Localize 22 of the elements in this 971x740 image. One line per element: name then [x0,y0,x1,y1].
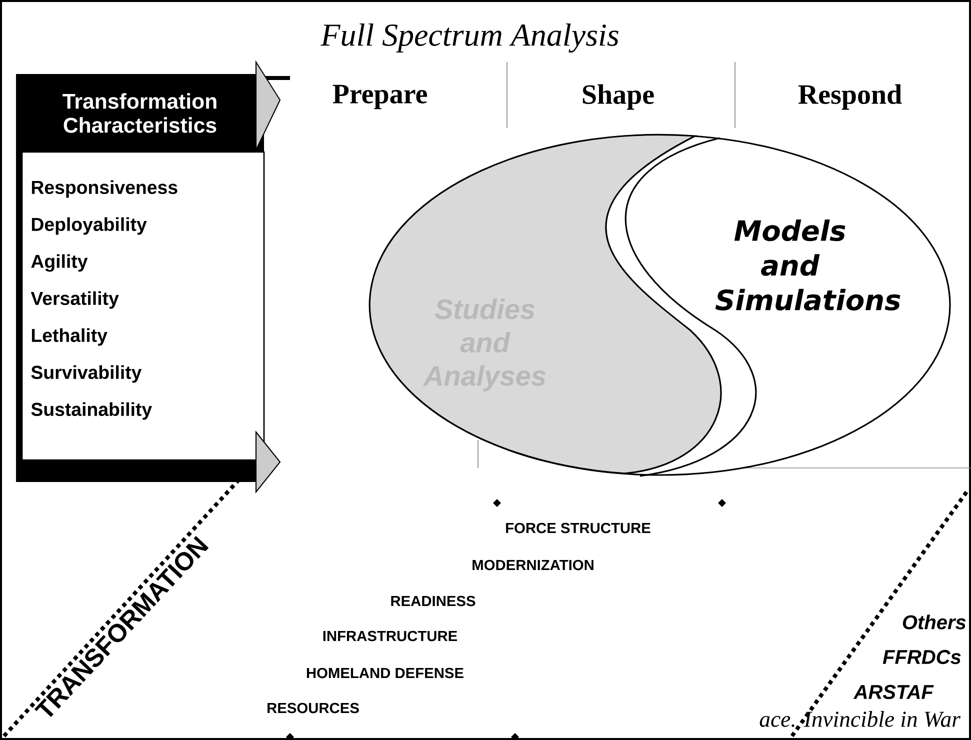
column-heading: Prepare [332,84,427,110]
panel-heading: Transformation Characteristics [62,93,216,133]
area-label: INFRASTRUCTURE [323,630,458,642]
title: Full Spectrum Analysis [320,23,618,53]
column-heading: Shape [582,84,654,110]
slogan: ace. Invincible in War [760,710,961,728]
list-item: Survivability [31,365,142,383]
list-item: Agility [31,254,88,272]
area-label: RESOURCES [268,702,359,714]
area-label: MODERNIZATION [472,560,594,570]
list-item: Responsiveness [32,180,178,198]
list-item: Deployability [32,217,147,235]
list-item: Versatility [30,291,119,309]
organization-label: Others [902,614,966,630]
area-label: READINESS [391,596,476,606]
area-label: FORCE STRUCTURE [506,522,650,534]
column-heading: Respond [798,84,902,110]
organization-label: FFRDCs [882,650,961,664]
list-item: Lethality [32,328,108,346]
area-label: HOMELAND DEFENSE [306,668,464,678]
list-item: Sustainability [31,402,152,420]
organization-label: ARSTAF [853,684,934,700]
